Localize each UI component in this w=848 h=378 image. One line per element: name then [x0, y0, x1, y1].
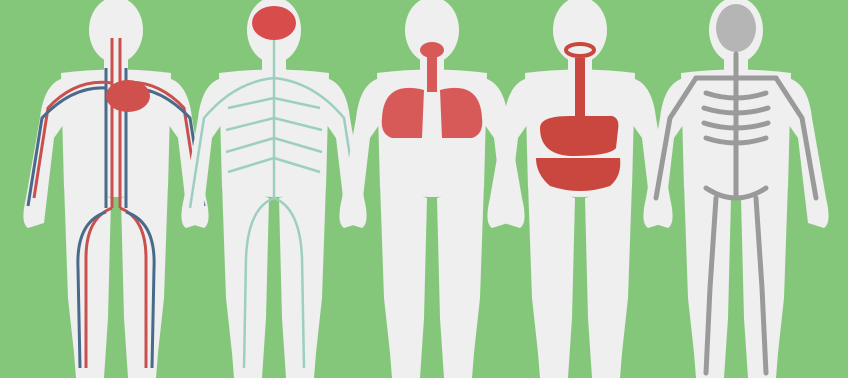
skeleton-icon — [656, 4, 816, 373]
brain-icon — [252, 6, 296, 40]
figure-circulatory — [23, 0, 208, 378]
heart-icon — [106, 80, 150, 112]
figure-nervous — [181, 0, 366, 378]
figure-skeletal — [643, 0, 828, 378]
